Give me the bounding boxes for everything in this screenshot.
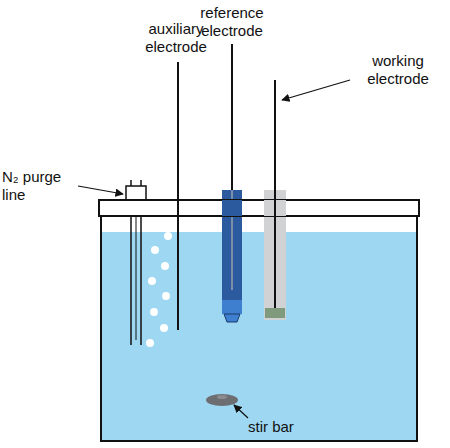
purge-tube	[130, 180, 132, 186]
working-electrode-body	[264, 200, 286, 216]
part-label: N₂ purge line	[2, 168, 78, 204]
purge-tube	[140, 200, 142, 345]
purge-tube	[140, 180, 142, 186]
stir-bar	[206, 394, 238, 406]
purge-tube	[130, 200, 132, 345]
working-lead	[274, 200, 276, 216]
auxiliary-electrode	[177, 62, 179, 330]
reference-electrode	[222, 200, 242, 216]
part-label: reference electrode	[186, 4, 278, 40]
part-label: working electrode	[352, 52, 444, 88]
leader-arrow	[78, 186, 123, 194]
part-label: stir bar	[248, 418, 328, 436]
reference-electrode	[222, 190, 242, 300]
working-lead	[274, 80, 276, 308]
bubbles	[146, 232, 172, 347]
reference-lead	[231, 44, 233, 190]
reference-electrode	[222, 300, 242, 314]
reference-frit	[224, 314, 240, 322]
stir-bar-top	[217, 395, 227, 399]
leader-arrow	[234, 405, 248, 418]
purge-tube	[136, 200, 137, 340]
solution	[101, 232, 417, 440]
cell-cap	[99, 200, 419, 216]
cell-wall	[101, 216, 417, 441]
working-electrode-tip	[265, 308, 285, 318]
leader-arrow	[282, 80, 350, 100]
purge-fitting	[126, 186, 146, 200]
auxiliary-electrode	[177, 200, 179, 216]
